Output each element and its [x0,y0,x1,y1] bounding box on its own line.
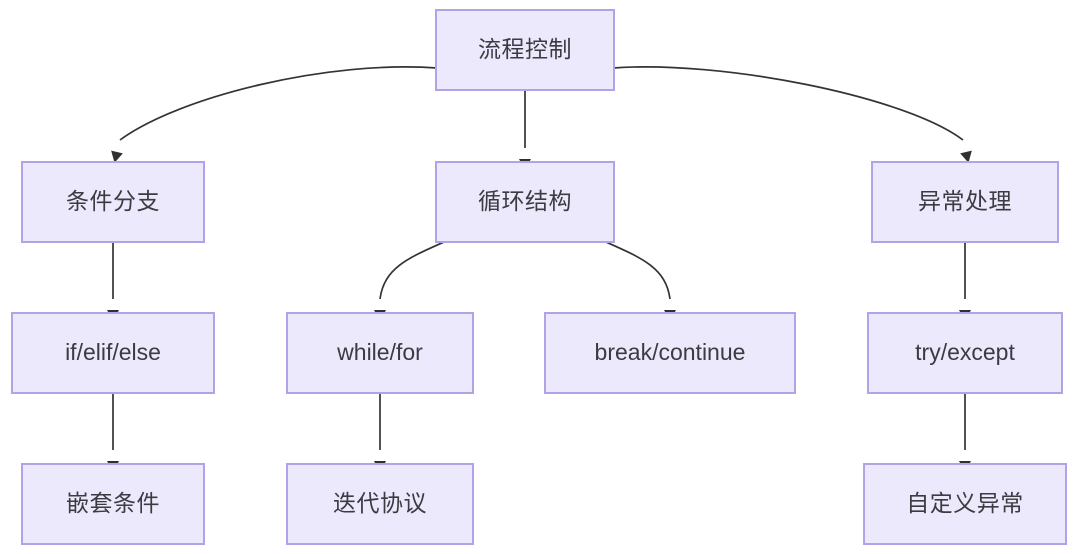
node-box-tryexcept [867,312,1063,394]
node-label-loop: 循环结构 [478,188,572,214]
node-label-customexc: 自定义异常 [906,490,1024,516]
edge-loop-to-whilefor [379,241,445,300]
node-label-root: 流程控制 [478,36,572,62]
node-label-tryexcept: try/except [915,339,1015,365]
node-brkcont[interactable]: break/continue [544,312,796,394]
node-box-customexc [863,463,1067,545]
node-customexc[interactable]: 自定义异常 [863,463,1067,545]
node-label-cond: 条件分支 [66,188,160,214]
node-ifelse[interactable]: if/elif/else [11,312,215,394]
node-tryexcept[interactable]: try/except [867,312,1063,394]
edge-loop-to-brkcont [605,241,671,300]
node-iterproto[interactable]: 迭代协议 [286,463,474,545]
node-label-nested: 嵌套条件 [66,490,160,516]
node-box-whilefor [286,312,474,394]
edge-root-to-cond [119,66,438,141]
node-box-except [871,161,1059,243]
node-nested[interactable]: 嵌套条件 [21,463,205,545]
node-box-root [435,9,615,91]
node-cond[interactable]: 条件分支 [21,161,205,243]
node-box-ifelse [11,312,215,394]
node-box-brkcont [544,312,796,394]
node-label-ifelse: if/elif/else [65,339,161,365]
node-label-whilefor: while/for [336,339,423,365]
node-label-brkcont: break/continue [595,339,746,365]
arrowhead-icon [960,150,972,163]
node-loop[interactable]: 循环结构 [435,161,615,243]
node-box-iterproto [286,463,474,545]
node-box-loop [435,161,615,243]
node-except[interactable]: 异常处理 [871,161,1059,243]
edge-root-to-except [612,66,964,141]
node-whilefor[interactable]: while/for [286,312,474,394]
node-label-except: 异常处理 [918,188,1012,214]
node-root[interactable]: 流程控制 [435,9,615,91]
node-box-nested [21,463,205,545]
edges-layer [112,66,966,450]
node-box-cond [21,161,205,243]
arrowhead-icon [111,150,123,163]
node-label-iterproto: 迭代协议 [333,490,427,516]
